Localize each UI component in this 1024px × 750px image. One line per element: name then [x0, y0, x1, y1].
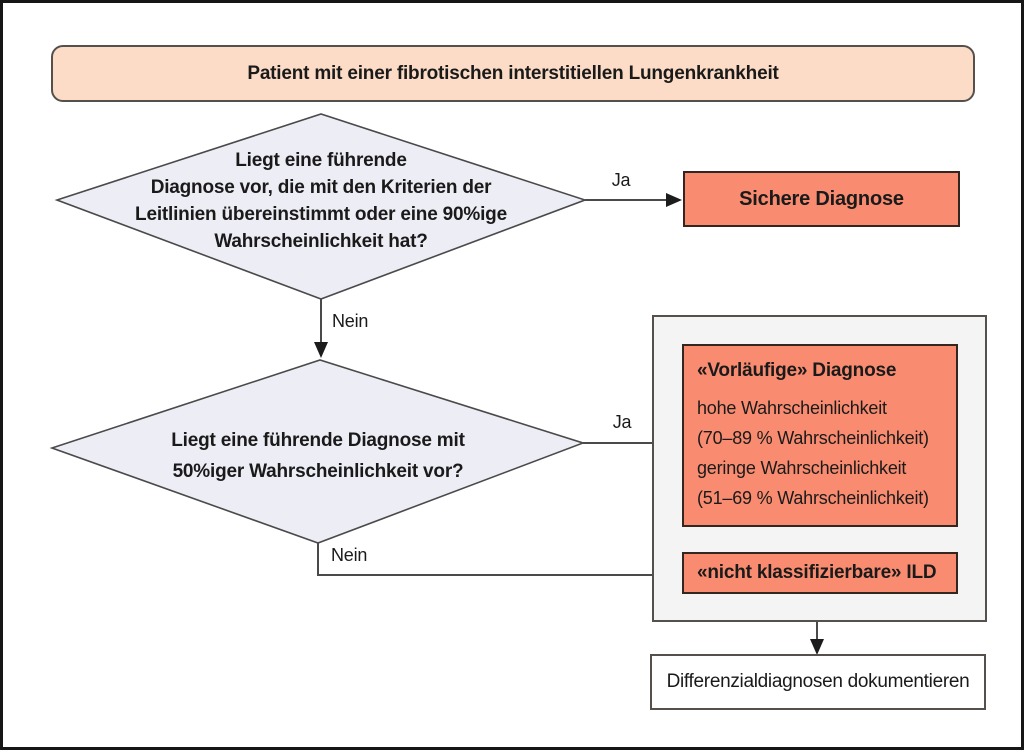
arrowhead-yes-1-icon	[666, 193, 682, 207]
edge-label-no-1: Nein	[332, 311, 369, 331]
edge-label-yes-1: Ja	[611, 170, 631, 190]
outcome-unclassifiable-ild: «nicht klassifizierbare» ILD	[682, 552, 958, 594]
decision-1-text: Liegt eine führende Diagnose vor, die mi…	[135, 150, 507, 252]
edge-label-no-2: Nein	[331, 545, 368, 565]
provisional-diagnosis-title: «Vorläufige» Diagnose	[697, 360, 897, 381]
start-node-patient: Patient mit einer fibrotischen interstit…	[51, 45, 975, 102]
outcome-provisional-diagnosis: «Vorläufige» Diagnose hohe Wahrscheinlic…	[682, 344, 958, 527]
arrowhead-documentation-icon	[810, 639, 824, 655]
arrowhead-no-1-icon	[314, 342, 328, 358]
decision-2-text: Liegt eine führende Diagnose mit 50%iger…	[171, 430, 465, 482]
documentation-note-box: Differenzialdiagnosen dokumentieren	[650, 654, 986, 710]
outcome-certain-diagnosis: Sichere Diagnose	[683, 171, 960, 227]
edge-label-yes-2: Ja	[612, 412, 632, 432]
edge-no-2	[317, 543, 653, 576]
provisional-diagnosis-probabilities: hohe Wahrscheinlichkeit (70–89 % Wahrsch…	[697, 398, 929, 508]
